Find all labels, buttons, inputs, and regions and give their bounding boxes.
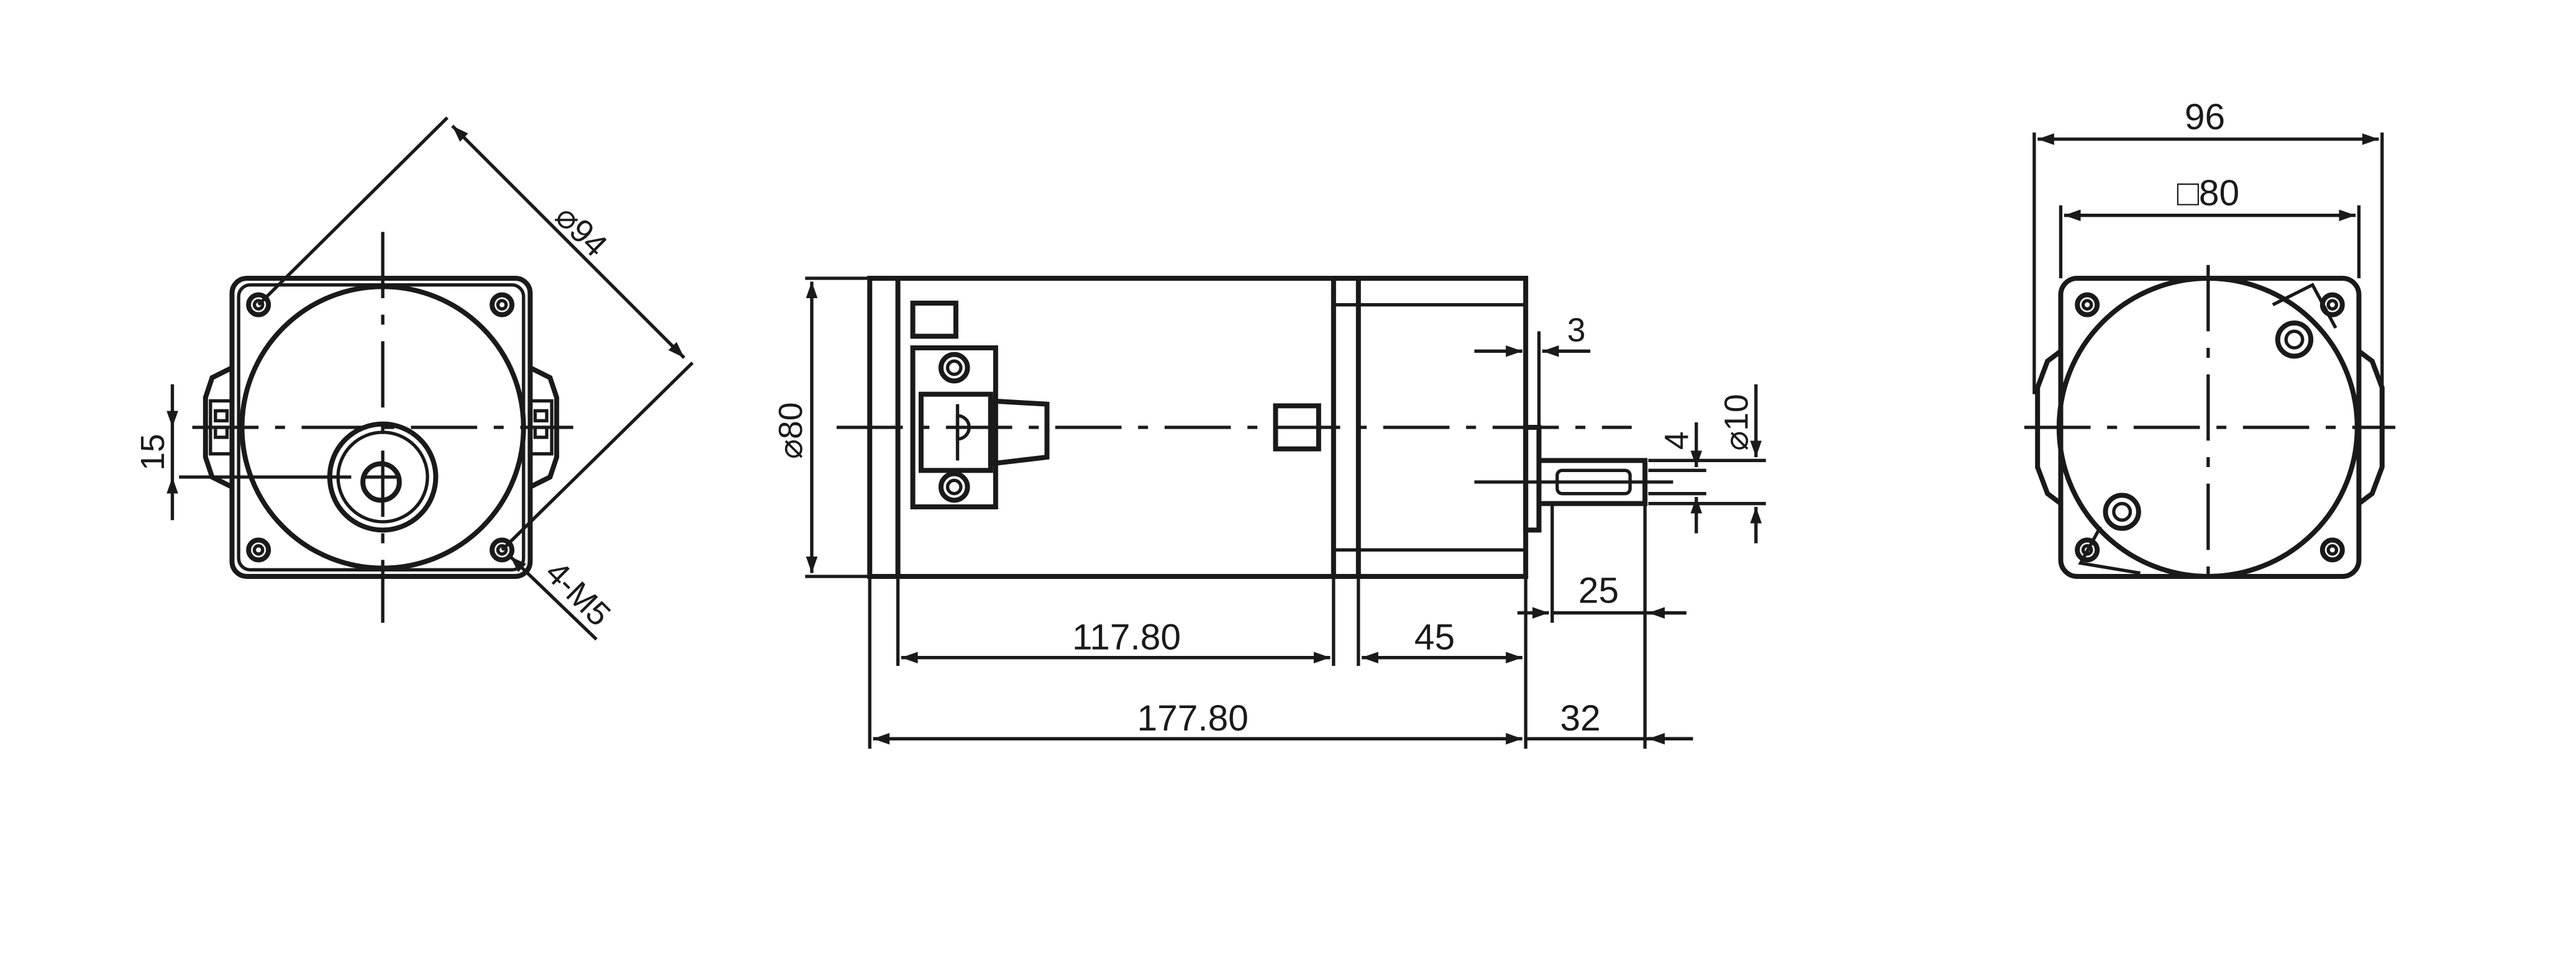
key-4-label: 4 — [1659, 431, 1696, 450]
len-45-label: 45 — [1414, 617, 1455, 657]
d94-extension-1 — [257, 116, 449, 306]
d80-label: ⌀80 — [773, 403, 809, 459]
pilot-3-label: 3 — [1567, 312, 1586, 348]
connector-plug — [988, 398, 1050, 467]
side-view: ⌀80 3 4 ⌀10 117.80 45 — [773, 276, 1766, 749]
front-view: ⌀94 15 4-M5 — [135, 116, 694, 641]
side-label-square — [910, 300, 958, 339]
len-32-label: 32 — [1560, 698, 1601, 739]
rear-lug-top-right — [2272, 283, 2337, 329]
rear-mounting-holes — [2075, 292, 2345, 563]
d94-extension-2 — [501, 362, 694, 552]
d94-label: ⌀94 — [548, 198, 614, 264]
d10-label: ⌀10 — [1719, 394, 1755, 450]
rear-view: 96 □80 — [2024, 97, 2396, 590]
rear-screw-2 — [2103, 493, 2141, 531]
len-177-label: 177.80 — [1137, 698, 1248, 739]
len-25-label: 25 — [1578, 571, 1619, 611]
rear-lug-bottom-left — [2078, 525, 2141, 575]
d94-dimension-line — [451, 124, 686, 359]
sq80-label: □80 — [2177, 173, 2239, 214]
len-117-label: 117.80 — [1072, 617, 1181, 657]
holes-leader — [509, 555, 598, 641]
offset-15-label: 15 — [135, 434, 171, 470]
w96-label: 96 — [2185, 97, 2225, 137]
rear-screw-1 — [2275, 321, 2314, 359]
